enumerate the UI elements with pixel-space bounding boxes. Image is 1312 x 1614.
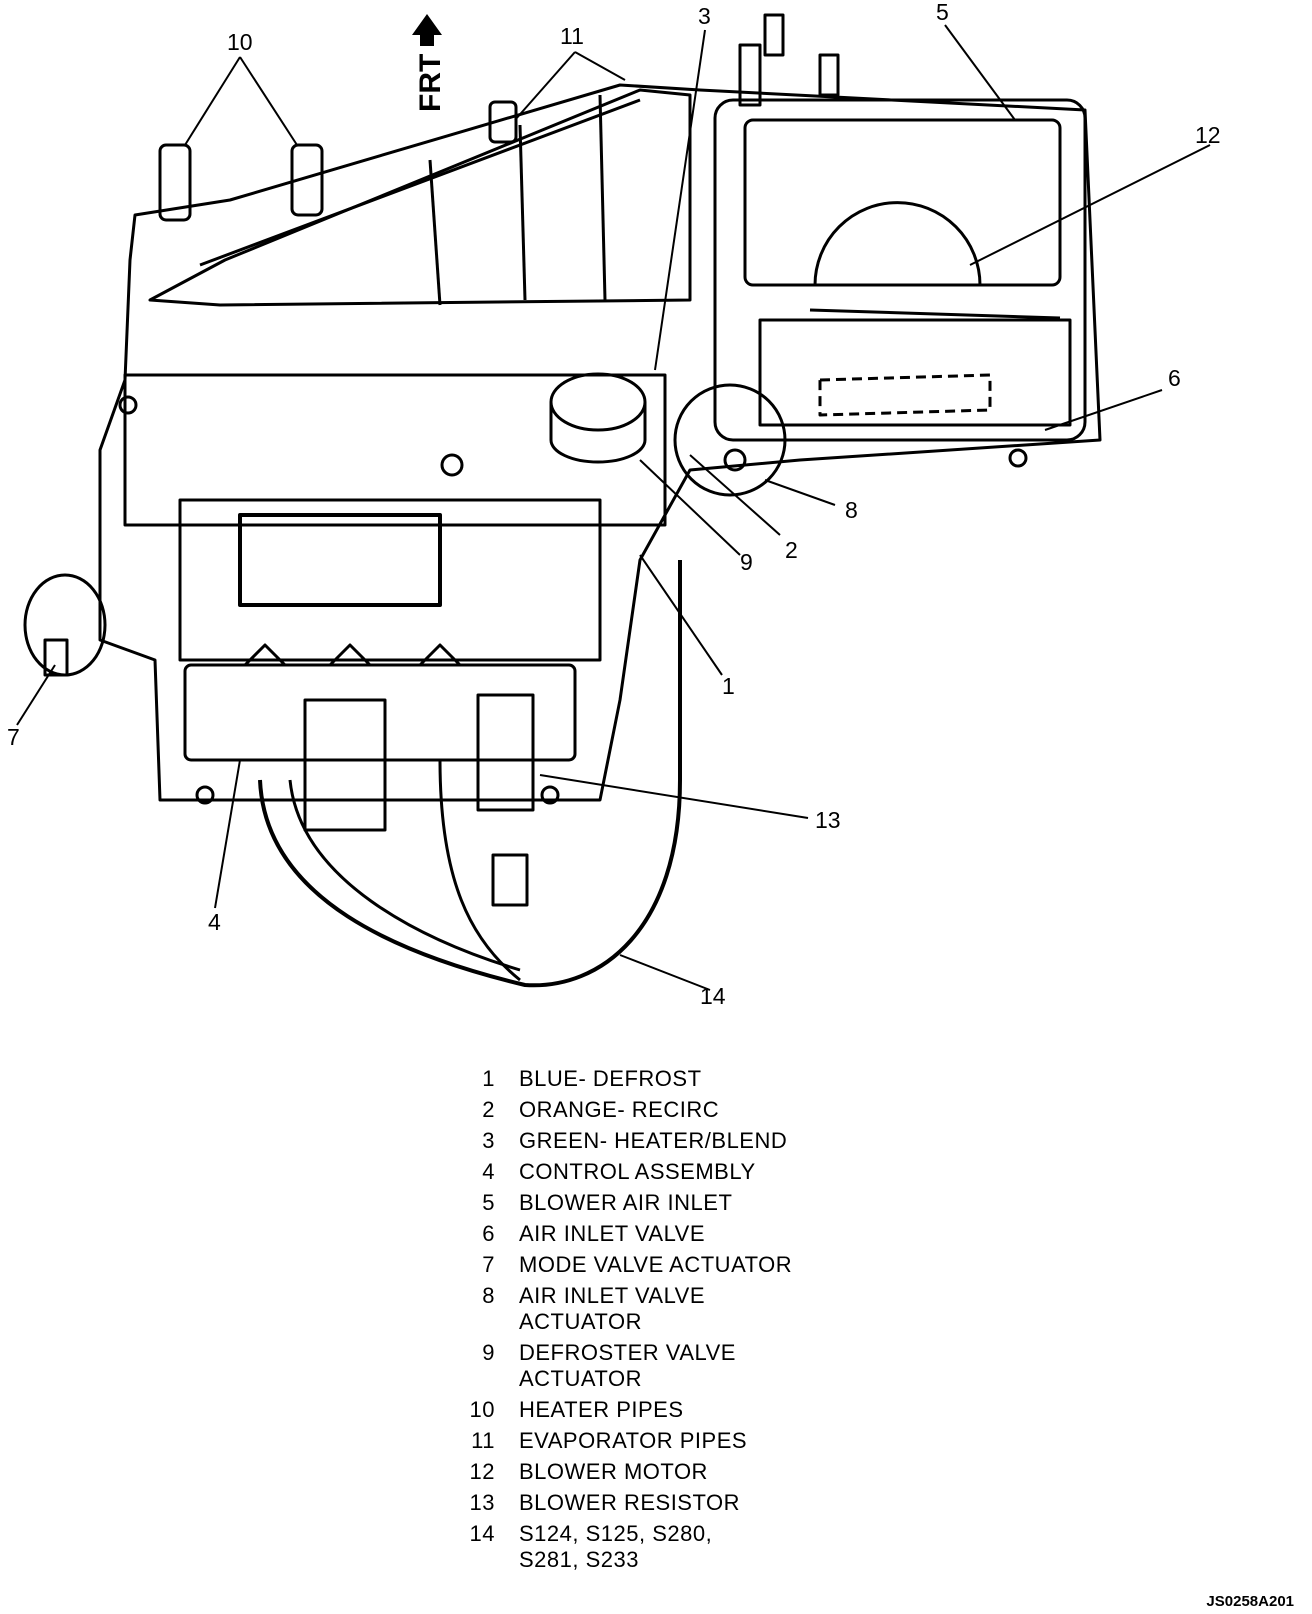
callout-9: 9 bbox=[740, 549, 753, 575]
case-lower-body bbox=[178, 498, 602, 662]
defroster-valve-actuator bbox=[549, 372, 647, 432]
heater-pipe-left bbox=[158, 143, 192, 222]
callout-5: 5 bbox=[936, 0, 949, 25]
callout-8: 8 bbox=[845, 497, 858, 523]
air-inlet-valve-actuator bbox=[673, 383, 787, 497]
callout-10: 10 bbox=[227, 29, 253, 55]
blower-housing bbox=[713, 98, 1087, 442]
figure-id: JS0258A201 bbox=[1206, 1593, 1294, 1610]
callout-4: 4 bbox=[208, 909, 221, 935]
callout-11: 11 bbox=[560, 23, 584, 49]
callout-14: 14 bbox=[700, 983, 726, 1009]
blower-resistor bbox=[476, 693, 535, 812]
callout-3: 3 bbox=[698, 3, 711, 29]
control-assembly bbox=[183, 663, 577, 762]
wiring-harness bbox=[258, 560, 682, 988]
callout-13: 13 bbox=[815, 807, 841, 833]
heater-pipe-right bbox=[290, 143, 324, 217]
leader-lines bbox=[16, 24, 1211, 991]
hvac-module-drawing: FRT 1 2 3 4 5 6 7 8 9 10 11 12 13 14 bbox=[7, 0, 1221, 1009]
callouts: 1 2 3 4 5 6 7 8 9 10 11 12 13 14 bbox=[7, 0, 1221, 1009]
svg-text:FRT: FRT bbox=[414, 54, 447, 112]
front-arrow: FRT bbox=[412, 14, 447, 112]
case-mid-body bbox=[123, 373, 667, 527]
blower-motor-wheel bbox=[813, 201, 982, 287]
callout-2: 2 bbox=[785, 537, 798, 563]
callout-6: 6 bbox=[1168, 365, 1181, 391]
mode-valve-actuator bbox=[23, 573, 107, 677]
callout-7: 7 bbox=[7, 724, 20, 750]
evaporator-top bbox=[148, 88, 692, 307]
label-plate bbox=[238, 513, 442, 607]
hvac-case-outline bbox=[98, 83, 1102, 802]
callout-12: 12 bbox=[1195, 122, 1221, 148]
callout-1: 1 bbox=[722, 673, 735, 699]
evaporator-pipe-fitting bbox=[488, 100, 518, 144]
